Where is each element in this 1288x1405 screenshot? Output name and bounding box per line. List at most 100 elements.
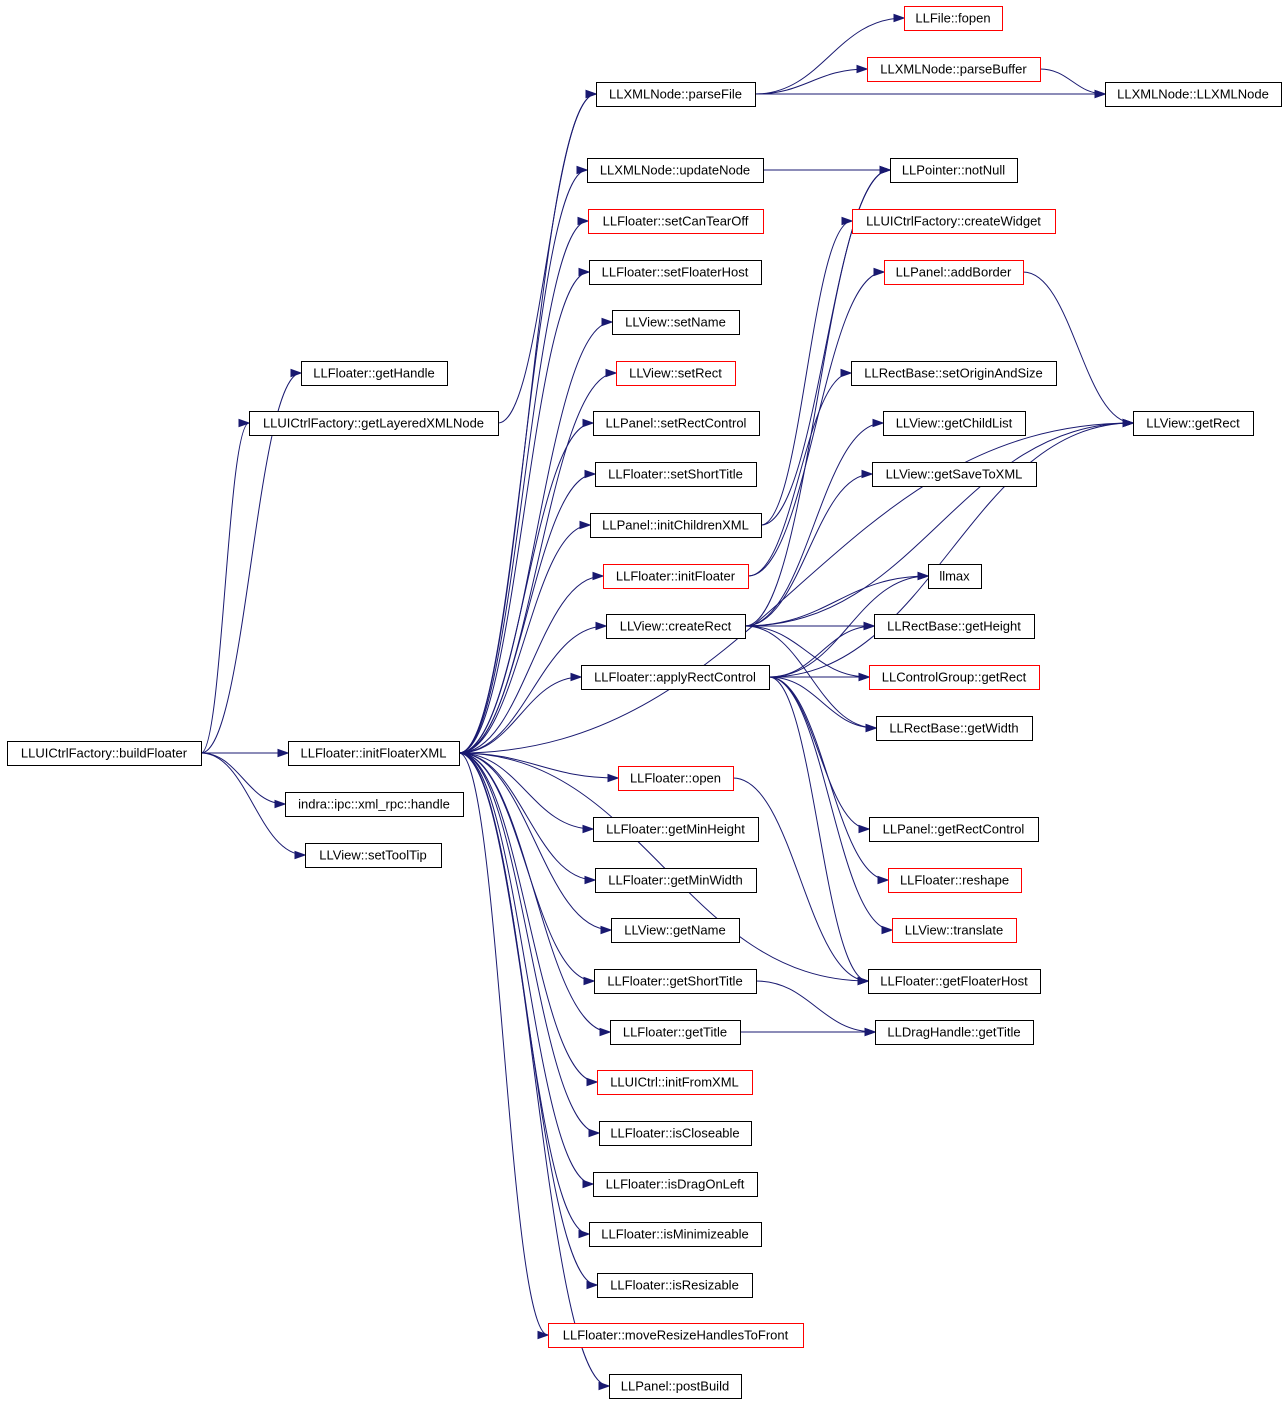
node-box [301,361,448,386]
node-label: LLDragHandle::getTitle [887,1025,1020,1040]
edge-applyRectControl-to-getFloaterHost [768,676,869,982]
node-getLayeredXMLNode[interactable]: LLUICtrlFactory::getLayeredXMLNode [249,411,499,436]
edge-initChildrenXML-to-createWidget-arrowhead [841,216,854,226]
edge-parseBuffer-to-xmlNodeCtor-arrowhead [1094,89,1107,99]
edge-initFloaterXML-to-applyRectControl [458,676,582,754]
node-initChildrenXML[interactable]: LLPanel::initChildrenXML [590,513,762,538]
node-createWidget[interactable]: LLUICtrlFactory::createWidget [852,209,1056,234]
edge-applyRectControl-to-translate-arrowhead [881,925,894,935]
node-getMinHeight[interactable]: LLFloater::getMinHeight [593,817,759,842]
node-label: LLXMLNode::parseBuffer [880,62,1027,77]
node-reshape[interactable]: LLFloater::reshape [888,868,1022,893]
node-box [904,6,1003,31]
node-setName[interactable]: LLView::setName [612,310,740,335]
edge-initFloaterXML-to-getMinHeight-arrowhead [582,824,595,834]
node-box [589,260,762,285]
node-setToolTip[interactable]: LLView::setToolTip [305,843,442,868]
node-createRect[interactable]: LLView::createRect [606,614,746,639]
edge-parseFile-to-fopen-arrowhead [893,13,906,23]
node-initFloaterXML[interactable]: LLFloater::initFloaterXML [288,741,460,766]
edge-initFloaterXML-to-updateNode [458,169,588,754]
node-box [593,411,760,436]
edge-initFloaterXML-to-setShortTitle [458,473,596,754]
node-getName[interactable]: LLView::getName [611,918,740,943]
node-getHandle[interactable]: LLFloater::getHandle [301,361,448,386]
node-getChildList[interactable]: LLView::getChildList [883,411,1026,436]
node-setRectControl[interactable]: LLPanel::setRectControl [593,411,760,436]
node-parseBuffer[interactable]: LLXMLNode::parseBuffer [867,57,1041,82]
edge-getShortTitle-to-dhGetTitle [755,980,876,1033]
edge-initFloaterXML-to-initFloater [458,575,604,754]
node-xmlrpcHandle[interactable]: indra::ipc::xml_rpc::handle [285,792,464,817]
node-initFromXML[interactable]: LLUICtrl::initFromXML [597,1070,753,1095]
node-viewGetRect[interactable]: LLView::getRect [1133,411,1254,436]
node-box [874,614,1035,639]
node-label: LLFloater::getFloaterHost [880,974,1028,989]
node-label: LLFloater::isMinimizeable [601,1227,748,1242]
node-fopen[interactable]: LLFile::fopen [904,6,1003,31]
node-getMinWidth[interactable]: LLFloater::getMinWidth [595,868,757,893]
node-label: LLUICtrlFactory::createWidget [866,214,1041,229]
node-box [611,918,740,943]
node-buildFloater[interactable]: LLUICtrlFactory::buildFloater [7,741,202,766]
node-label: LLFloater::open [630,771,721,786]
node-updateNode[interactable]: LLXMLNode::updateNode [587,158,764,183]
edge-initChildrenXML-to-createWidget [760,220,853,526]
node-llmax[interactable]: llmax [928,564,982,589]
edge-createRect-to-cgGetRect [744,625,870,678]
node-notNull[interactable]: LLPointer::notNull [890,158,1018,183]
node-label: LLFloater::isDragOnLeft [606,1177,745,1192]
node-label: LLUICtrl::initFromXML [610,1075,739,1090]
node-label: indra::ipc::xml_rpc::handle [298,797,450,812]
node-getHeight[interactable]: LLRectBase::getHeight [874,614,1035,639]
edge-initFloaterXML-to-setShortTitle-arrowhead [584,469,597,479]
node-translate[interactable]: LLView::translate [892,918,1017,943]
node-label: LLFloater::applyRectControl [594,670,756,685]
node-setRect[interactable]: LLView::setRect [616,361,736,386]
node-applyRectControl[interactable]: LLFloater::applyRectControl [581,665,770,690]
node-box [875,1020,1034,1045]
node-setCanTearOff[interactable]: LLFloater::setCanTearOff [588,209,764,234]
node-initFloater[interactable]: LLFloater::initFloater [603,564,749,589]
node-box [618,766,734,791]
node-parseFile[interactable]: LLXMLNode::parseFile [596,82,756,107]
node-label: LLXMLNode::parseFile [609,87,742,102]
node-open[interactable]: LLFloater::open [618,766,734,791]
node-getWidth[interactable]: LLRectBase::getWidth [876,716,1033,741]
node-box [590,513,762,538]
node-cgGetRect[interactable]: LLControlGroup::getRect [869,665,1040,690]
node-label: llmax [939,569,970,584]
node-box [872,462,1037,487]
node-getSaveToXML[interactable]: LLView::getSaveToXML [872,462,1037,487]
node-box [612,310,740,335]
node-isCloseable[interactable]: LLFloater::isCloseable [599,1121,752,1146]
node-label: LLFloater::getShortTitle [607,974,742,989]
node-getShortTitle[interactable]: LLFloater::getShortTitle [594,969,757,994]
node-setFloaterHost[interactable]: LLFloater::setFloaterHost [589,260,762,285]
node-getFloaterHost[interactable]: LLFloater::getFloaterHost [868,969,1041,994]
edge-initFloater-to-setOriginAndSize [747,372,852,577]
node-box [890,158,1018,183]
node-dhGetTitle[interactable]: LLDragHandle::getTitle [875,1020,1034,1045]
edge-initFloaterXML-to-setFloaterHost-arrowhead [578,267,591,277]
node-box [587,158,764,183]
node-isDragOnLeft[interactable]: LLFloater::isDragOnLeft [593,1172,758,1197]
node-moveResize[interactable]: LLFloater::moveResizeHandlesToFront [548,1323,804,1348]
edge-buildFloater-to-getLayeredXMLNode-arrowhead [238,418,251,428]
node-xmlNodeCtor[interactable]: LLXMLNode::LLXMLNode [1105,82,1282,107]
edge-initFloaterXML-to-moveResize [458,752,549,1336]
node-getRectControl[interactable]: LLPanel::getRectControl [869,817,1039,842]
node-isMinimizeable[interactable]: LLFloater::isMinimizeable [589,1222,762,1247]
node-postBuild[interactable]: LLPanel::postBuild [609,1374,742,1399]
node-getTitle[interactable]: LLFloater::getTitle [610,1020,741,1045]
edge-initFloaterXML-to-getMinWidth-arrowhead [584,875,597,885]
node-setOriginAndSize[interactable]: LLRectBase::setOriginAndSize [851,361,1057,386]
edge-applyRectControl-to-llmax [768,575,929,678]
edge-initFloaterXML-to-setRectControl [458,422,594,754]
edge-initFloaterXML-to-getShortTitle-arrowhead [583,976,596,986]
node-isResizable[interactable]: LLFloater::isResizable [597,1273,753,1298]
node-addBorder[interactable]: LLPanel::addBorder [884,260,1024,285]
node-box [7,741,202,766]
node-setShortTitle[interactable]: LLFloater::setShortTitle [595,462,757,487]
node-box [589,1222,762,1247]
